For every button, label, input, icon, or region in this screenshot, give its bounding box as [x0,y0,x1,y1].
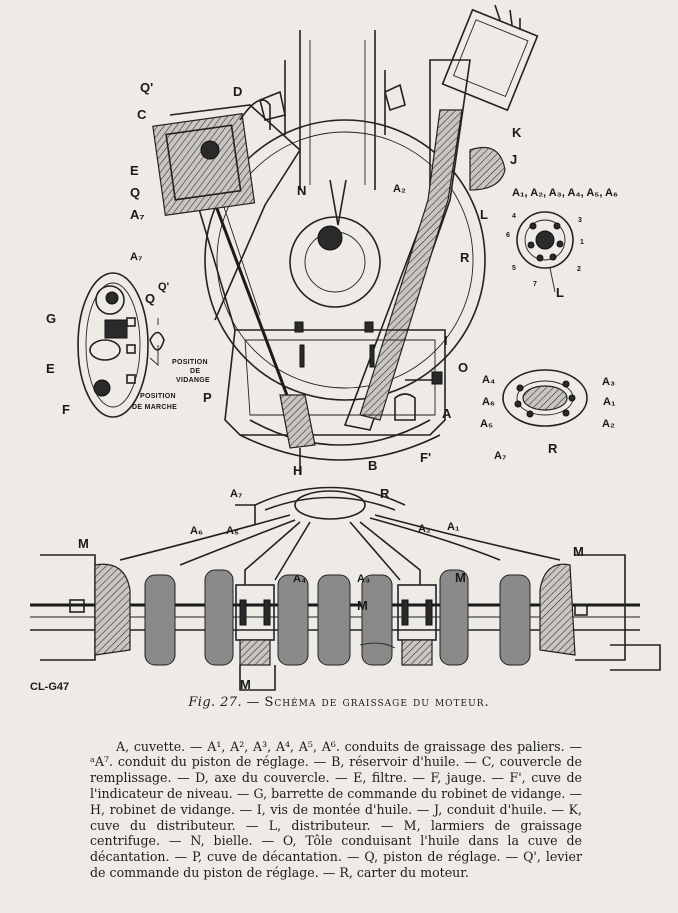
distributor-number-6: 6 [506,232,510,239]
ring-label-a6: A₆ [482,396,495,408]
crank-label-a1: A₁ [447,521,460,533]
figure-caption: Fig. 27. — Schéma de graissage du moteur… [0,695,678,710]
label-b: B [368,458,377,473]
engine-cross-section [152,4,539,475]
label-detail-q-prime: Q' [158,281,170,293]
crank-label-m-right: M [573,544,584,559]
label-a2-top: A₂ [393,183,406,195]
ring-label-a4: A₄ [482,374,495,386]
label-p: P [203,390,212,405]
label-q-prime: Q' [140,80,153,95]
label-detail-e: E [46,361,55,376]
distributor-number-5: 5 [512,265,516,272]
figure-reference-code: CL-G47 [30,681,69,693]
distributor-number-1: 1 [580,239,584,246]
crank-label-m-center: M [357,598,368,613]
label-l: L [480,207,488,222]
ring-label-a1: A₁ [603,396,616,408]
distributor-number-7: 7 [533,281,537,288]
crank-label-m-left: M [78,536,89,551]
label-i: I [444,333,448,348]
label-a-series: A₁, A₂, A₃, A₄, A₅, A₆ [512,187,618,199]
position-vidange-line1: POSITION [172,359,208,366]
distributor-detail [516,211,574,293]
label-k: K [512,125,522,140]
position-marche-line2: DE MARCHE [132,404,177,411]
label-a7: A₇ [130,207,145,222]
crank-label-m-bottom: M [240,677,251,692]
label-detail-q: Q [145,291,155,306]
position-vidange-line3: VIDANGE [176,377,210,384]
label-detail-g: G [46,311,56,326]
crank-label-a2: A₂ [418,523,431,535]
position-marche-line1: POSITION [140,393,176,400]
label-q: Q [130,185,140,200]
distributor-label-l: L [556,285,564,300]
label-n: N [297,183,306,198]
ring-detail [502,369,588,427]
crank-label-a5: A₅ [226,525,239,537]
label-o: O [458,360,468,375]
ring-label-a5: A₅ [480,418,493,430]
label-detail-a7: A₇ [130,251,142,263]
label-j: J [510,152,517,167]
crank-label-a3: A₃ [357,573,370,585]
figure-labels: Q' D C E Q A₇ N A₂ K J A₁, A₂, A₃, A₄, A… [30,80,618,693]
label-f-prime: F' [420,450,431,465]
distributor-number-3: 3 [578,217,582,224]
crank-label-m-center-right: M [455,570,466,585]
position-vidange-line2: DE [190,368,200,375]
figure-legend: A, cuvette. — A¹, A², A³, A⁴, A⁵, A⁶. co… [90,738,582,880]
crank-label-a7: A₇ [230,488,242,500]
label-h: H [293,463,302,478]
drain-control-detail [77,272,165,418]
caption-figure-number: Fig. 27. [188,695,242,710]
crank-label-a6: A₆ [190,525,203,537]
crank-label-r: R [380,486,390,501]
label-e: E [130,163,139,178]
ring-label-a7: A₇ [494,450,506,462]
label-detail-f: F [62,402,70,417]
label-r: R [460,250,470,265]
distributor-number-4: 4 [512,213,516,220]
label-d: D [233,84,242,99]
crank-label-a4: A₄ [293,573,306,585]
crankshaft-diagram [30,486,661,691]
label-c: C [137,107,147,122]
caption-title: Schéma de graissage du moteur. [264,695,490,710]
distributor-number-2: 2 [577,266,581,273]
ring-label-a2: A₂ [602,418,615,430]
ring-label-r: R [548,441,558,456]
caption-dash: — [242,695,265,710]
lubrication-diagram: Q' D C E Q A₇ N A₂ K J A₁, A₂, A₃, A₄, A… [30,4,661,693]
label-a: A [442,406,452,421]
ring-label-a3: A₃ [602,376,615,388]
